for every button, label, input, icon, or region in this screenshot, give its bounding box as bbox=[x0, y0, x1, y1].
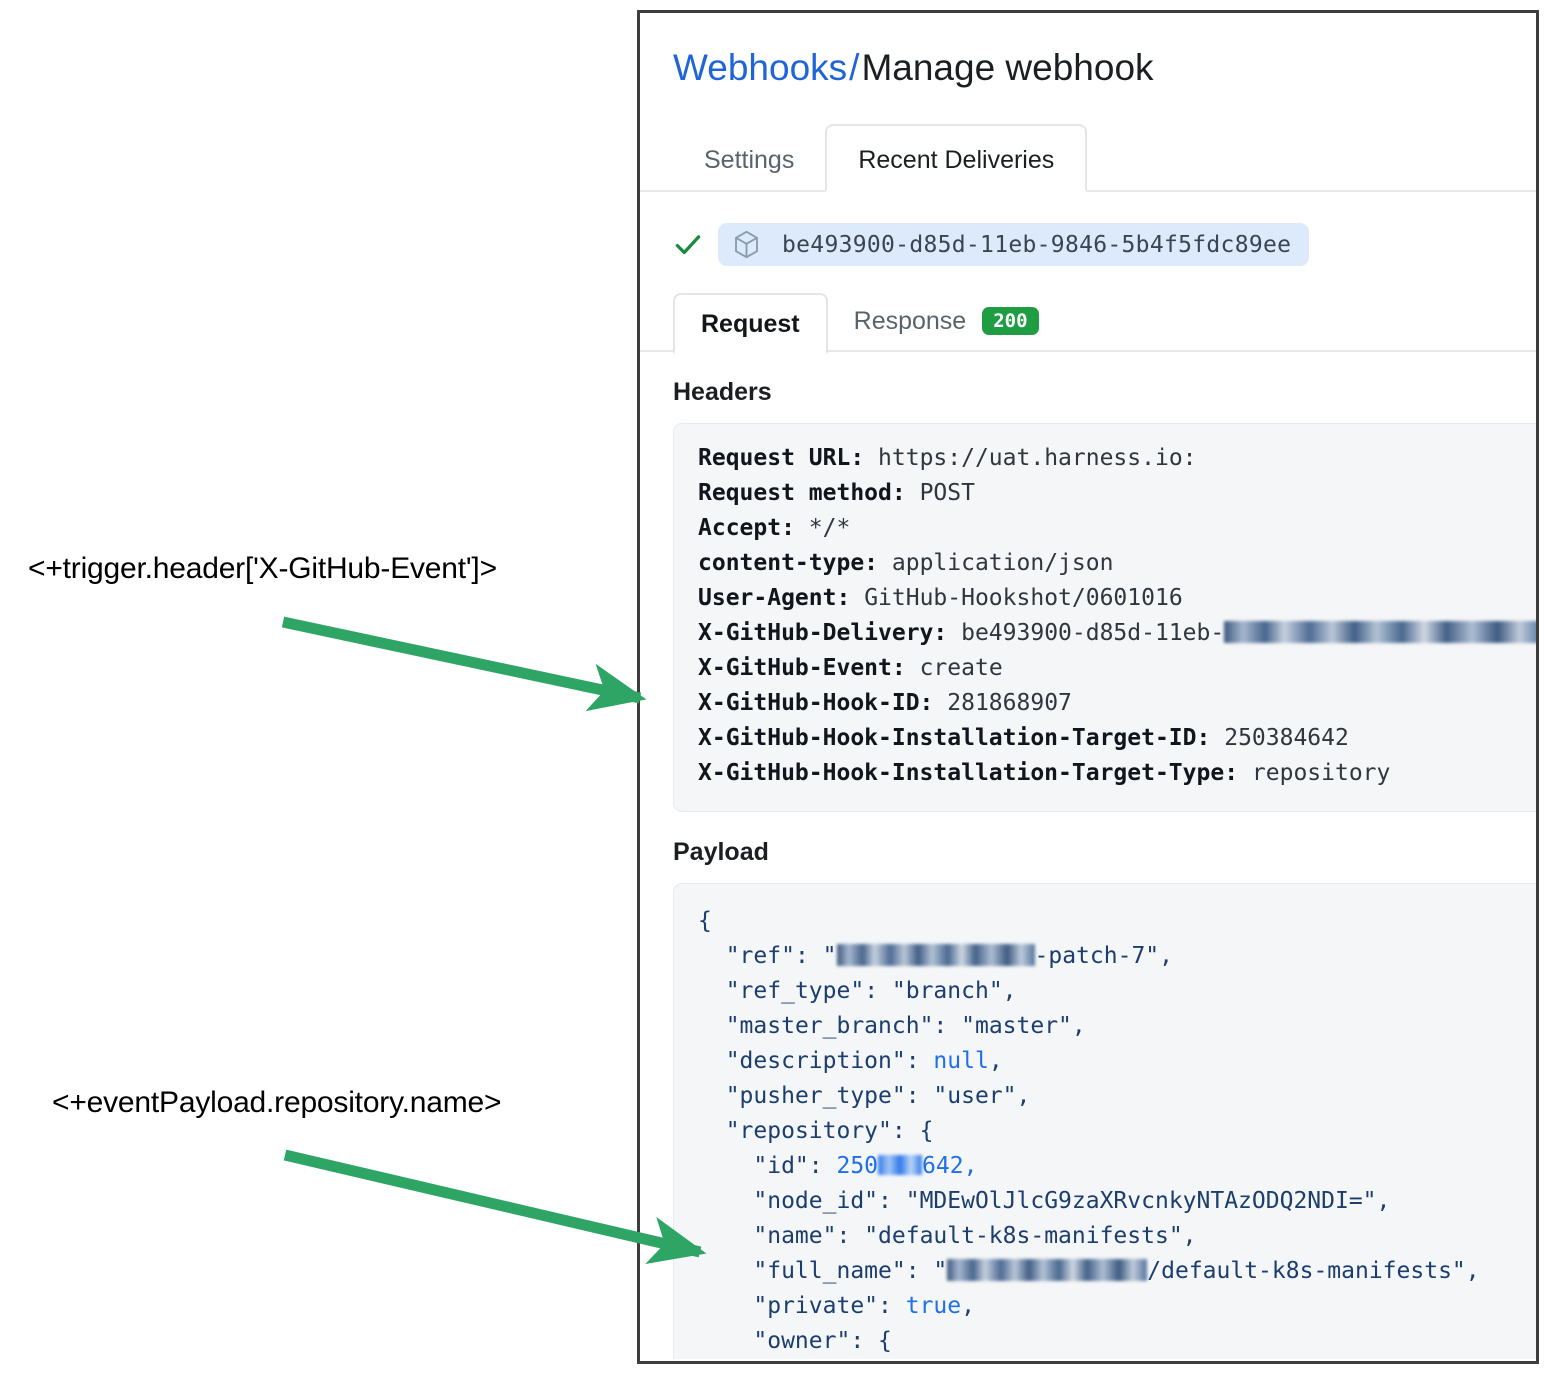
annotation-layer: <+trigger.header['X-GitHub-Event']> <+ev… bbox=[0, 0, 707, 1381]
breadcrumb-separator: / bbox=[849, 47, 860, 88]
header-key: Request method: bbox=[698, 480, 906, 506]
redacted-owner-name bbox=[947, 1259, 1148, 1281]
payload-value: " bbox=[933, 1258, 948, 1284]
payload-key: "master_branch" bbox=[725, 1013, 934, 1039]
payload-key: "repository" bbox=[725, 1118, 892, 1144]
page-title: Webhooks/Manage webhook bbox=[673, 13, 1536, 120]
annotation-arrows bbox=[281, 616, 707, 1265]
payload-value: " bbox=[822, 943, 837, 969]
header-value: */* bbox=[808, 515, 851, 541]
annotation-arrow-1 bbox=[281, 616, 647, 712]
payload-value: "master", bbox=[961, 1013, 1086, 1039]
delivery-id-text: be493900-d85d-11eb-9846-5b4f5fdc89ee bbox=[782, 231, 1292, 258]
payload-value: "default-k8s-manifests", bbox=[864, 1223, 1197, 1249]
header-key: X-GitHub-Event: bbox=[698, 655, 906, 681]
header-value: 250384642 bbox=[1224, 725, 1349, 751]
payload-key: "node_id" bbox=[753, 1188, 879, 1214]
headers-heading: Headers bbox=[673, 378, 772, 406]
payload-value: { bbox=[878, 1328, 892, 1354]
header-value: 281868907 bbox=[947, 690, 1072, 716]
header-key: content-type: bbox=[698, 550, 879, 576]
payload-line: { bbox=[698, 908, 712, 934]
payload-key: "full_name" bbox=[753, 1258, 906, 1284]
payload-key: "id" bbox=[753, 1153, 809, 1179]
header-key: Accept: bbox=[698, 515, 795, 541]
header-value: create bbox=[919, 655, 1003, 681]
header-value: GitHub-Hookshot/0601016 bbox=[864, 585, 1183, 611]
payload-value: "MDEwOlJlcG9zaXRvcnkyNTAzODQ2NDI=", bbox=[905, 1188, 1391, 1214]
header-key: User-Agent: bbox=[698, 585, 851, 611]
header-key: Request URL: bbox=[698, 445, 865, 471]
breadcrumb-current: Manage webhook bbox=[861, 47, 1154, 88]
header-value: https://uat.harness.io: bbox=[878, 445, 1197, 471]
tab-response-label: Response bbox=[853, 306, 967, 335]
payload-literal: null bbox=[933, 1048, 989, 1074]
annotation-label-trigger-header: <+trigger.header['X-GitHub-Event']> bbox=[28, 552, 497, 585]
redacted-repo-id bbox=[878, 1155, 923, 1175]
cube-icon bbox=[735, 230, 758, 259]
payload-punct: , bbox=[961, 1293, 975, 1319]
payload-punct: , bbox=[988, 1048, 1003, 1074]
payload-key: "name" bbox=[753, 1223, 837, 1249]
payload-key: "pusher_type" bbox=[725, 1083, 906, 1109]
tab-settings[interactable]: Settings bbox=[704, 146, 795, 174]
payload-key: "private" bbox=[753, 1293, 879, 1319]
payload-number: 642, bbox=[922, 1153, 978, 1179]
header-value: POST bbox=[919, 480, 975, 506]
redacted-branch-owner bbox=[836, 944, 1035, 966]
payload-number: 250 bbox=[836, 1153, 879, 1179]
payload-literal: true bbox=[905, 1293, 962, 1319]
annotation-label-event-payload: <+eventPayload.repository.name> bbox=[52, 1086, 502, 1119]
secondary-tabbar: Request Response 200 bbox=[640, 286, 1536, 354]
payload-value: "branch", bbox=[891, 978, 1017, 1004]
payload-key: "ref_type" bbox=[725, 978, 865, 1004]
check-icon bbox=[675, 234, 701, 254]
webhook-panel: Webhooks/Manage webhook Settings Recent … bbox=[637, 10, 1539, 1364]
header-key: X-GitHub-Hook-Installation-Target-ID: bbox=[698, 725, 1211, 751]
header-key: X-GitHub-Hook-Installation-Target-Type: bbox=[698, 760, 1239, 786]
redacted-delivery-id bbox=[1224, 621, 1536, 643]
payload-key: "ref" bbox=[725, 943, 795, 969]
header-key: X-GitHub-Delivery: bbox=[698, 620, 948, 646]
payload-heading: Payload bbox=[673, 838, 769, 866]
payload-value: { bbox=[919, 1118, 934, 1144]
primary-tabbar: Settings Recent Deliveries bbox=[640, 120, 1536, 192]
breadcrumb-link-webhooks[interactable]: Webhooks bbox=[673, 47, 848, 88]
header-key: X-GitHub-Hook-ID: bbox=[698, 690, 934, 716]
delivery-row: be493900-d85d-11eb-9846-5b4f5fdc89ee bbox=[673, 192, 1536, 280]
header-value: be493900-d85d-11eb- bbox=[961, 620, 1225, 646]
payload-value: /default-k8s-manifests", bbox=[1147, 1258, 1480, 1284]
payload-code-block: { "ref": "-patch-7", "ref_type": "branch… bbox=[673, 883, 1536, 1359]
headers-code-block: Request URL: https://uat.harness.io: Req… bbox=[673, 423, 1536, 812]
tab-recent-deliveries[interactable]: Recent Deliveries bbox=[825, 124, 1088, 192]
delivery-id-chip[interactable]: be493900-d85d-11eb-9846-5b4f5fdc89ee bbox=[718, 223, 1310, 266]
tab-response[interactable]: Response 200 bbox=[828, 307, 1065, 352]
payload-value: -patch-7", bbox=[1034, 943, 1173, 969]
status-badge: 200 bbox=[982, 307, 1039, 335]
payload-key: "owner" bbox=[753, 1328, 851, 1354]
payload-value: "user", bbox=[933, 1083, 1031, 1109]
header-value: repository bbox=[1251, 760, 1391, 786]
tab-request[interactable]: Request bbox=[673, 293, 828, 354]
payload-key: "description" bbox=[725, 1048, 906, 1074]
header-value: application/json bbox=[891, 550, 1114, 576]
